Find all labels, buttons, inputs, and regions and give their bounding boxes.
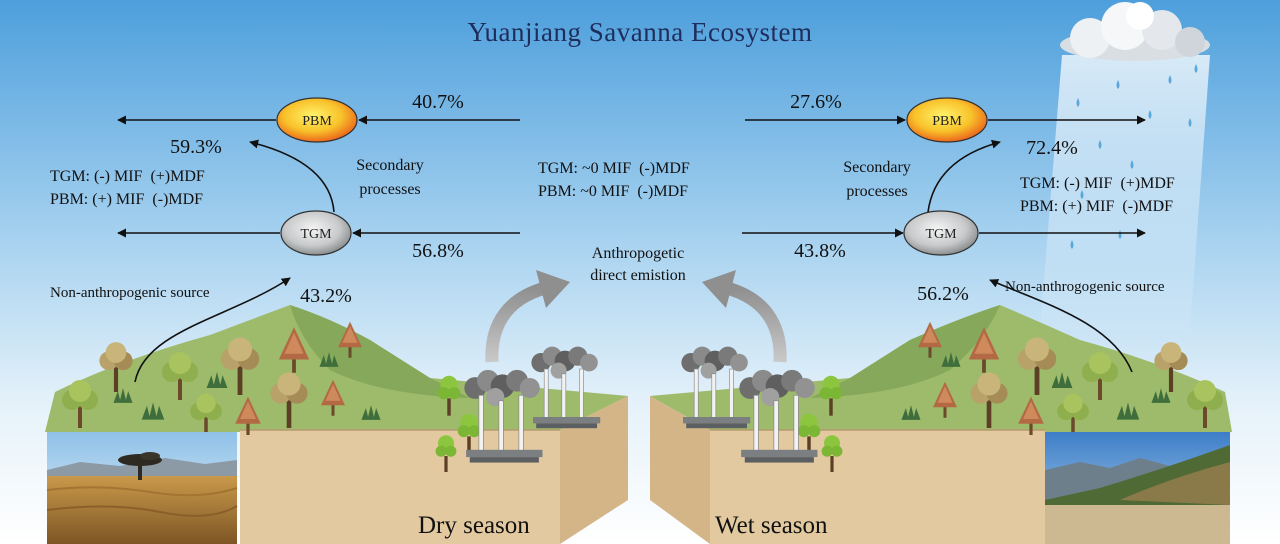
rain-icon xyxy=(1040,55,1210,330)
dry-ground-side xyxy=(560,396,628,544)
center-pbm-isotope-line: PBM: ~0 MIF (-)MDF xyxy=(538,183,688,200)
wet-emission-arrow xyxy=(702,270,787,363)
dry-tgm-in-pct: 56.8% xyxy=(412,240,464,262)
wet-pbm-isotope-line: PBM: (+) MIF (-)MDF xyxy=(1020,198,1173,215)
dry-season-photo xyxy=(46,432,238,544)
dry-hill-shade xyxy=(290,305,470,398)
wet-tgm-isotope-line: TGM: (-) MIF (+)MDF xyxy=(1020,175,1175,192)
wet-ground-side xyxy=(650,396,710,544)
emission-label-1: Anthropogetic xyxy=(592,245,684,262)
cloud-icon xyxy=(1060,2,1210,61)
dry-tgm-isotope-line: TGM: (-) MIF (+)MDF xyxy=(50,168,205,185)
wet-ground-front xyxy=(710,430,1045,544)
diagram-title: Yuanjiang Savanna Ecosystem xyxy=(468,17,813,47)
dry-tgm-label: TGM xyxy=(300,227,332,242)
wet-pbm-in-pct: 27.6% xyxy=(790,91,842,113)
dry-secondary-label-1: Secondary xyxy=(356,157,424,174)
dry-season-panel: PBM TGM 40.7% 59.3% 56.8% 43.2% Secondar… xyxy=(45,91,628,544)
dry-source-label: Non-anthropogenic source xyxy=(50,285,210,301)
dry-season-label: Dry season xyxy=(418,512,530,539)
wet-pbm-node: PBM xyxy=(906,97,988,143)
wet-pbm-out-pct: 72.4% xyxy=(1026,137,1078,159)
wet-tgm-label: TGM xyxy=(925,227,957,242)
dry-pbm-isotope-line: PBM: (+) MIF (-)MDF xyxy=(50,191,203,208)
dry-pbm-label: PBM xyxy=(302,114,332,129)
wet-season-panel: PBM TGM 27.6% 72.4% 43.8% 56.2% Secondar… xyxy=(650,91,1232,544)
wet-season-photo xyxy=(1045,432,1230,544)
dry-pbm-in-pct: 40.7% xyxy=(412,91,464,113)
wet-secondary-arrow xyxy=(927,139,1001,213)
wet-hill-shade xyxy=(810,305,1000,398)
wet-season-label: Wet season xyxy=(715,512,828,539)
dry-secondary-arrow xyxy=(249,139,335,213)
wet-tgm-in-pct: 43.8% xyxy=(794,240,846,262)
dry-ground-front xyxy=(240,430,560,544)
wet-secondary-label-2: processes xyxy=(846,183,907,200)
emission-label-2: direct emistion xyxy=(590,267,686,284)
center-panel: TGM: ~0 MIF (-)MDF PBM: ~0 MIF (-)MDF An… xyxy=(485,160,787,363)
wet-source-pct: 56.2% xyxy=(917,283,969,305)
dry-source-pct: 43.2% xyxy=(300,285,352,307)
wet-source-label: Non-anthrogogenic source xyxy=(1005,279,1165,295)
wet-source-arrow xyxy=(989,279,1133,373)
wet-secondary-label-1: Secondary xyxy=(843,159,911,176)
dry-pbm-out-pct: 59.3% xyxy=(170,136,222,158)
center-tgm-isotope-line: TGM: ~0 MIF (-)MDF xyxy=(538,160,690,177)
dry-source-arrow xyxy=(134,277,291,383)
dry-emission-arrow xyxy=(485,270,570,363)
dry-secondary-label-2: processes xyxy=(359,181,420,198)
dry-pbm-node: PBM xyxy=(276,97,358,143)
wet-tgm-node: TGM xyxy=(903,210,979,256)
wet-pbm-label: PBM xyxy=(932,114,962,129)
dry-tgm-node: TGM xyxy=(280,210,352,256)
